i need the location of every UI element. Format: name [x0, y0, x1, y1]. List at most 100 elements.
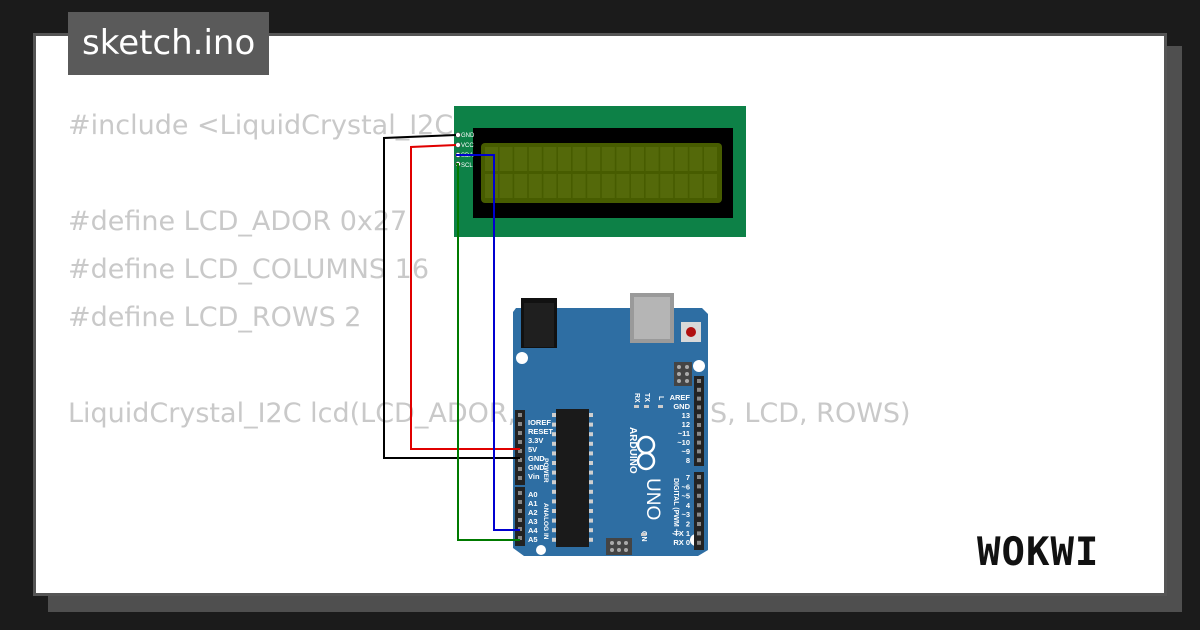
header-pin[interactable] [697, 414, 701, 419]
arduino-name: ARDUINO [627, 427, 638, 474]
header-pin[interactable] [697, 449, 701, 454]
lcd-character-cell [631, 174, 644, 198]
pin-label: A1 [528, 499, 538, 508]
header-pin[interactable] [697, 531, 701, 536]
chip-pin [552, 537, 556, 542]
lcd-pin-vcc[interactable] [455, 142, 461, 148]
header-pin[interactable] [697, 512, 701, 517]
lcd-character-cell [645, 174, 659, 198]
wire-gnd[interactable] [383, 134, 520, 459]
header-pin[interactable] [518, 449, 522, 453]
chip-pins [552, 413, 593, 542]
header-pin[interactable] [518, 422, 522, 426]
lcd-character-cell [514, 147, 528, 171]
lcd-character-cell [572, 147, 586, 171]
header-pin[interactable] [518, 500, 522, 504]
wire-scl[interactable] [456, 163, 520, 541]
pin-label: ~6 [681, 482, 690, 491]
lcd-character-cell [660, 147, 674, 171]
header-pin[interactable] [518, 476, 522, 480]
lcd-character-cell [499, 147, 513, 171]
tx-led-label: TX [643, 393, 650, 402]
header-pin[interactable] [697, 379, 701, 383]
lcd-character-cell [485, 174, 498, 198]
header-pin[interactable] [697, 458, 701, 463]
header-pin[interactable] [697, 493, 701, 498]
pin-label: A4 [528, 526, 538, 535]
icsp-header-top [674, 362, 692, 386]
header-pin[interactable] [518, 518, 522, 522]
chip-pin [589, 480, 593, 485]
pin-label: ~10 [677, 438, 690, 447]
chip-pin [552, 432, 556, 437]
header-pin[interactable] [518, 491, 522, 495]
pin-label: GND [673, 402, 690, 411]
wire-sda[interactable] [456, 154, 520, 531]
pin-label: 5V [528, 445, 537, 454]
header-pin[interactable] [697, 484, 701, 489]
chip-pin [589, 509, 593, 513]
header-pin[interactable] [697, 440, 701, 445]
lcd-character-cell [558, 174, 571, 198]
pin-label: ~11 [678, 429, 690, 438]
header-pin[interactable] [697, 431, 701, 436]
header-pin[interactable] [697, 387, 701, 392]
header-pin[interactable] [697, 405, 701, 410]
lcd-character-cell [616, 174, 630, 198]
chip-pin [589, 451, 593, 456]
lcd-character-cell [572, 174, 586, 198]
chip-pin [589, 461, 593, 465]
lcd-character-cell [704, 147, 717, 171]
header-pin[interactable] [697, 540, 701, 545]
header-pin[interactable] [697, 503, 701, 508]
lcd-module[interactable]: GND VCC SDA SCL [454, 106, 746, 237]
header-pin[interactable] [518, 509, 522, 513]
wire-vcc[interactable] [410, 144, 520, 450]
pin-label: A5 [528, 535, 538, 544]
chip-pin [552, 422, 556, 427]
lcd-character-cell [514, 174, 528, 198]
lcd-character-cell [689, 147, 703, 171]
lcd-character-cell [704, 174, 717, 198]
reset-button-cap [686, 327, 696, 337]
pin-label: ~9 [681, 447, 690, 456]
chip-pin [589, 441, 593, 446]
header-pin[interactable] [697, 522, 701, 526]
lcd-pin-gnd[interactable] [455, 132, 461, 138]
usb-port-inner [634, 297, 670, 339]
pin-label: A2 [528, 508, 538, 517]
chip-pin [552, 413, 556, 417]
lcd-pin-label: GND [461, 133, 475, 139]
header-pin[interactable] [697, 475, 701, 479]
infinity-logo-right [636, 451, 656, 471]
header-pin[interactable] [518, 467, 522, 471]
wokwi-logo: WOKWI [977, 530, 1098, 575]
lcd-character-cell [558, 147, 571, 171]
chip-pin [589, 413, 593, 417]
chip-pin [589, 422, 593, 427]
icsp-header-bottom [606, 538, 632, 555]
header-pin[interactable] [518, 431, 522, 435]
analog-group-label: ANALOG IN [542, 503, 549, 540]
header-pin[interactable] [518, 536, 522, 540]
chip-pin [589, 499, 593, 504]
pin-label: 8 [686, 456, 690, 465]
header-pin[interactable] [518, 413, 522, 417]
header-pin[interactable] [697, 423, 701, 427]
chip-pin [589, 489, 593, 494]
code-line: #include <LiquidCrystal_I2C.h> [68, 110, 502, 141]
file-title-tab[interactable]: sketch.ino [68, 12, 270, 75]
l-led-label: L [657, 396, 664, 401]
chip-pin [552, 451, 556, 456]
lcd-character-cell [660, 174, 674, 198]
header-pin[interactable] [518, 440, 522, 444]
header-pin[interactable] [518, 458, 522, 462]
arduino-uno-board[interactable]: IOREF RESET 3.3V 5V GND GND Vin A0 A1 A2… [513, 293, 708, 556]
chip-pin [589, 518, 593, 523]
chip-pin [552, 509, 556, 513]
pin-label: Vin [528, 472, 540, 481]
chip-pin [589, 537, 593, 542]
chip-pin [552, 518, 556, 523]
header-pin[interactable] [697, 396, 701, 401]
